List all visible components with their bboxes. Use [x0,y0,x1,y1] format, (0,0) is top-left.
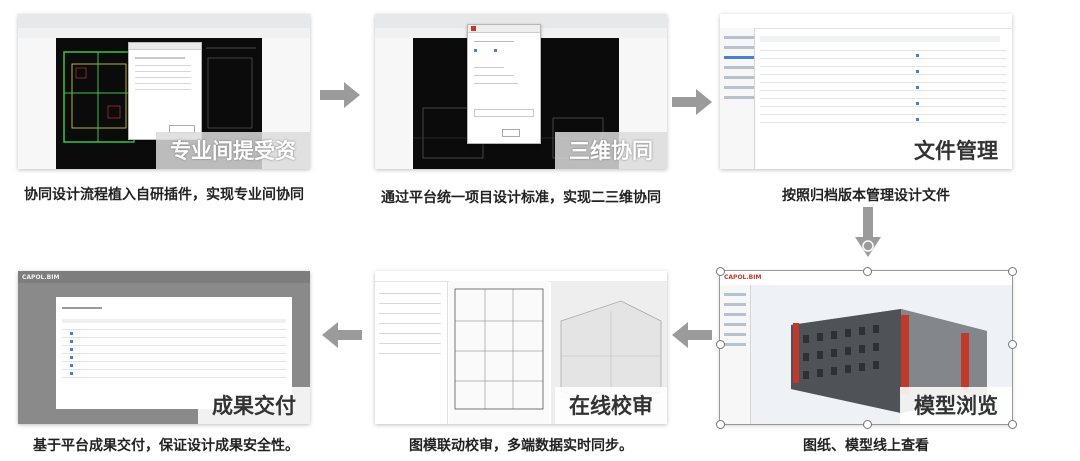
properties-panel [375,38,414,169]
resize-handle[interactable] [1008,340,1017,349]
properties-panel [18,38,57,169]
caption-interdisciplinary: 协同设计流程植入自研插件，实现专业间协同 [24,187,304,203]
resize-handle[interactable] [716,420,725,429]
panel-tag: 专业间提受资 [156,132,310,169]
panel-tag: 三维协同 [555,132,667,169]
resize-handle[interactable] [716,340,725,349]
caption-model-browse: 图纸、模型线上查看 [803,438,929,454]
panel-online-review[interactable]: 在线校审 [375,271,667,424]
plugin-dialog[interactable] [128,42,202,140]
delivery-dialog[interactable] [56,297,292,409]
resize-handle[interactable] [863,420,872,429]
arrow-icon [855,207,881,257]
file-table-header [760,36,1000,42]
arrow-icon [672,89,712,115]
panel-tag: 在线校审 [555,387,667,424]
toolbar [18,14,310,29]
panel-tag: 成果交付 [198,387,310,424]
panel-interdisciplinary[interactable]: 专业间提受资 [18,14,310,169]
floorplan-drawing [63,47,256,143]
resize-handle[interactable] [1008,267,1017,276]
caption-file-management: 按照归档版本管理设计文件 [782,188,950,204]
resize-handle[interactable] [863,267,872,276]
review-comments-list [375,281,448,424]
caption-online-review: 图模联动校审，多端数据实时同步。 [409,438,633,454]
plan-drawing [454,288,544,410]
drawing-view[interactable] [449,281,549,424]
caption-delivery: 基于平台成果交付，保证设计成果安全性。 [33,438,299,454]
resize-handle[interactable] [716,267,725,276]
template-select[interactable] [474,109,534,117]
caption-3d-collab: 通过平台统一项目设计标准，实现二三维协同 [381,190,661,206]
panel-tag: 文件管理 [900,132,1012,169]
capol-logo: CAPOL.BIM [22,274,60,281]
resize-handle[interactable] [1008,420,1017,429]
nav-sidebar [720,285,751,424]
nav-sidebar [720,28,755,169]
capol-logo: CAPOL.BIM [724,274,762,281]
standards-dialog[interactable] [467,24,541,144]
arrow-icon [320,82,360,108]
confirm-button[interactable] [502,129,520,137]
arrow-icon [322,322,362,348]
panel-3d-collab[interactable]: 三维协同 [375,14,667,169]
panel-file-management[interactable]: 文件管理 [720,14,1012,169]
panel-model-browse[interactable]: CAPOL.BIM 模型浏览 [719,270,1013,425]
panel-tag: 模型浏览 [900,387,1012,424]
arrow-icon [672,322,712,348]
panel-delivery[interactable]: CAPOL.BIM 成果交付 [18,271,310,424]
